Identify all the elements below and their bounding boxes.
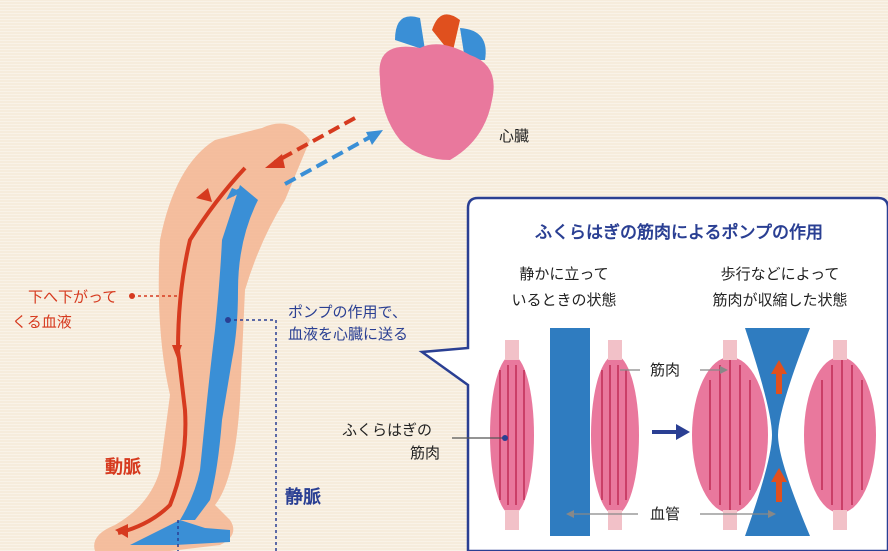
heart-label: 心臓 bbox=[499, 126, 529, 146]
right-caption-line2: 筋肉が収縮した状態 bbox=[690, 290, 870, 310]
panel-title: ふくらはぎの筋肉によるポンプの作用 bbox=[476, 218, 882, 243]
muscle-label: 筋肉 bbox=[650, 360, 680, 380]
vein-pump-label-line2: 血液を心臓に送る bbox=[288, 324, 408, 344]
artery-flow-label-line2: くる血液 bbox=[12, 312, 72, 332]
artery-label: 動脈 bbox=[105, 458, 141, 478]
vein-pump-label-line1: ポンプの作用で、 bbox=[288, 302, 407, 322]
calf-muscle-label-line1: ふくらはぎの bbox=[342, 420, 432, 440]
vessel-left bbox=[550, 328, 590, 536]
heart-illustration bbox=[380, 14, 494, 160]
left-caption-line1: 静かに立って bbox=[494, 264, 634, 284]
muscle-left-2 bbox=[591, 355, 639, 515]
calf-muscle-label-line2: 筋肉 bbox=[410, 443, 440, 463]
vein-label: 静脈 bbox=[285, 488, 321, 508]
vessel-label: 血管 bbox=[650, 504, 680, 524]
artery-flow-label-line1: 下へ下がって bbox=[28, 287, 117, 307]
muscle-right-2 bbox=[804, 357, 876, 513]
left-caption-line2: いるときの状態 bbox=[494, 290, 634, 310]
muscle-left-1 bbox=[490, 355, 534, 515]
right-caption-line1: 歩行などによって bbox=[690, 264, 870, 284]
